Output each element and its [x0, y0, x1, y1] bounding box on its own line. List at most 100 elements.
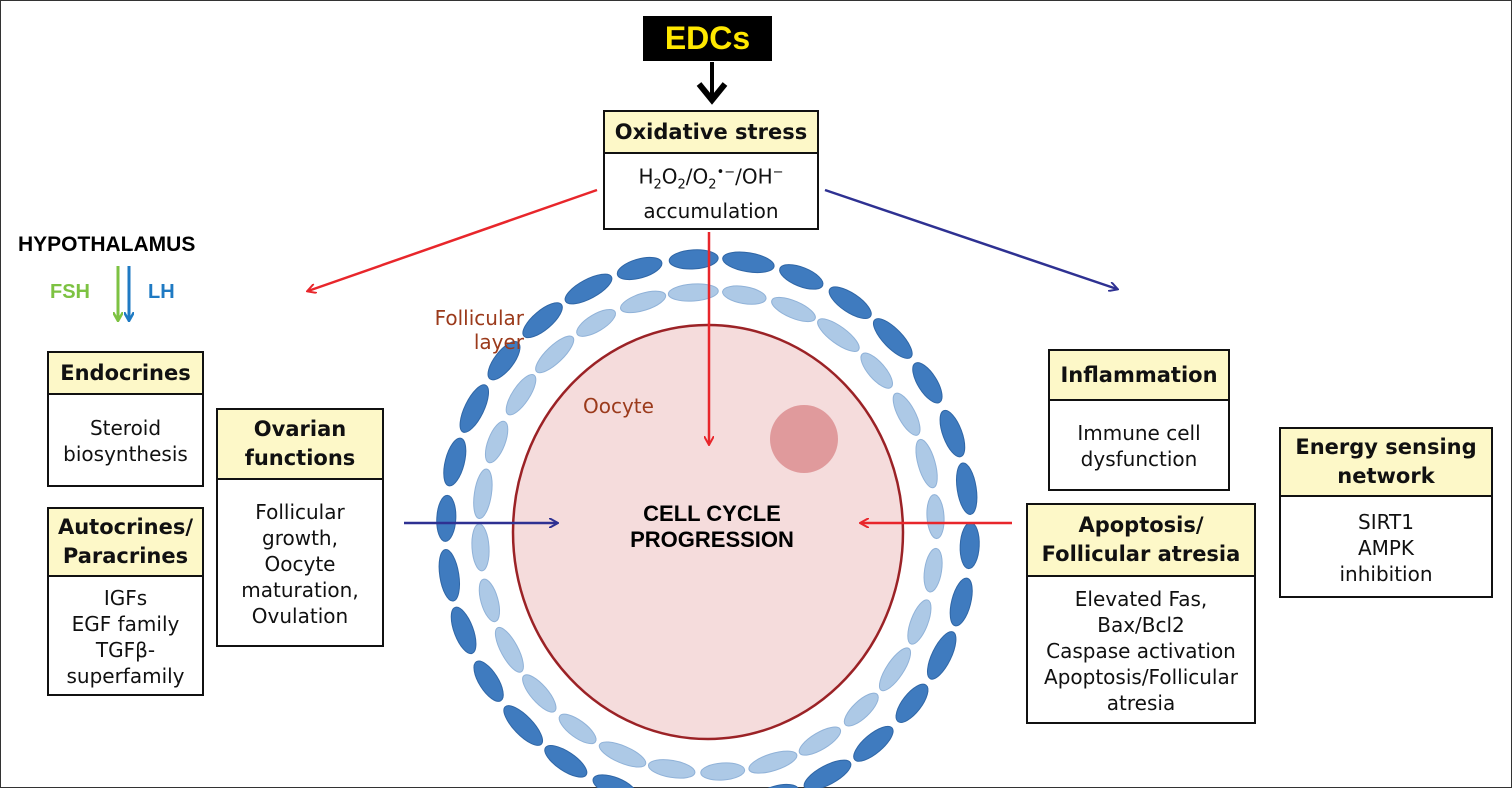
- endocrines-line: Steroid: [89, 416, 162, 440]
- apoptosis-title-line: Follicular atresia: [1041, 542, 1241, 566]
- granulosa-cell-inner: [473, 468, 493, 520]
- granulosa-cell-outer: [753, 783, 800, 788]
- apoptosis-line: Elevated Fas,: [1074, 586, 1208, 611]
- oxidative-stress-body: H2O2/O2•−/OH− accumulation: [605, 154, 817, 230]
- ros-formula: H2O2/O2•−/OH−: [638, 164, 784, 193]
- edcs-label: EDCs: [643, 16, 772, 61]
- apoptosis-title: Apoptosis/ Follicular atresia: [1028, 505, 1254, 577]
- granulosa-cell-inner: [722, 285, 767, 305]
- autocrines-title-line: Paracrines: [62, 544, 189, 568]
- granulosa-cell-outer: [959, 522, 980, 570]
- edcs-arrow: [696, 62, 728, 105]
- granulosa-cell-outer: [668, 249, 719, 270]
- granulosa-cell-inner: [843, 692, 879, 727]
- granulosa-cell-inner: [620, 290, 667, 314]
- apoptosis-line: Bax/Bcl2: [1097, 612, 1185, 637]
- granulosa-cell-inner: [522, 674, 557, 713]
- granulosa-cell-inner: [798, 726, 842, 756]
- granulosa-cell-inner: [667, 283, 719, 302]
- granulosa-cell-outer: [895, 683, 929, 723]
- autocrines-box: Autocrines/ Paracrines IGFs EGF family T…: [47, 507, 204, 696]
- granulosa-cell-outer: [544, 745, 588, 778]
- inflammation-box: Inflammation Immune cell dysfunction: [1048, 349, 1230, 491]
- granulosa-cell-inner: [576, 308, 617, 337]
- granulosa-cell-inner: [926, 494, 945, 540]
- ovarian-line: Ovulation: [251, 603, 349, 628]
- granulosa-cell-inner: [748, 750, 798, 774]
- follicular-layer-inner: [471, 283, 945, 781]
- granulosa-cell-outer: [459, 384, 490, 433]
- granulosa-cell-outer: [803, 759, 852, 788]
- granulosa-cell-inner: [860, 352, 893, 389]
- apoptosis-line: Caspase activation: [1046, 638, 1236, 663]
- granulosa-cell-outer: [616, 256, 663, 281]
- granulosa-cell-outer: [828, 286, 872, 319]
- granulosa-cell-inner: [471, 523, 490, 572]
- granulosa-cell-outer: [779, 264, 824, 290]
- granulosa-cell-inner: [558, 713, 597, 745]
- energy-sensing-box: Energy sensing network SIRT1 AMPK inhibi…: [1279, 427, 1493, 598]
- ros-accumulation: accumulation: [643, 199, 779, 224]
- center-label-line: CELL CYCLE: [643, 501, 781, 526]
- granulosa-cell-inner: [535, 335, 575, 374]
- granulosa-cell-outer: [450, 606, 477, 655]
- granulosa-cell-outer: [872, 318, 913, 359]
- granulosa-cell-inner: [484, 420, 509, 464]
- granulosa-cell-inner: [478, 578, 501, 623]
- energy-line: SIRT1: [1358, 509, 1414, 534]
- granulosa-cell-outer: [473, 660, 504, 702]
- granulosa-cell-inner: [647, 759, 696, 779]
- granulosa-cell-outer: [912, 362, 943, 404]
- follicular-label-line: layer: [473, 330, 524, 354]
- autocrines-title-line: Autocrines/: [57, 515, 194, 539]
- granulosa-cell-inner: [494, 626, 524, 673]
- autocrines-line: superfamily: [66, 663, 185, 688]
- granulosa-cell-outer: [956, 462, 978, 515]
- granulosa-cell-inner: [771, 296, 816, 323]
- granulosa-cell-outer: [949, 577, 973, 627]
- granulosa-cell-outer: [722, 251, 775, 274]
- granulosa-cell-inner: [817, 318, 860, 352]
- endocrines-body: Steroid biosynthesis: [49, 395, 202, 487]
- ovarian-line: Follicular: [255, 499, 345, 524]
- follicular-layer-outer: [436, 249, 980, 788]
- endocrines-line: biosynthesis: [63, 442, 188, 466]
- autocrines-title: Autocrines/ Paracrines: [49, 509, 202, 577]
- granulosa-cell-inner: [878, 647, 912, 692]
- energy-line: AMPK: [1357, 535, 1415, 560]
- granulosa-cell-outer: [939, 409, 966, 458]
- oxidative-stress-box: Oxidative stress H2O2/O2•−/OH− accumulat…: [603, 110, 819, 230]
- ovarian-functions-body: Follicular growth, Oocyte maturation, Ov…: [218, 480, 382, 647]
- granulosa-cell-outer: [592, 774, 637, 788]
- granulosa-cell-inner: [598, 741, 647, 768]
- ovarian-line: growth,: [262, 525, 338, 550]
- inflammation-line: Immune cell: [1077, 421, 1201, 445]
- autocrines-line: TGFβ-: [95, 637, 156, 662]
- inflammation-line: dysfunction: [1080, 447, 1198, 471]
- endocrines-title: Endocrines: [49, 353, 202, 395]
- energy-title-line: Energy sensing: [1295, 435, 1477, 459]
- energy-sensing-body: SIRT1 AMPK inhibition: [1281, 497, 1491, 598]
- endocrines-box: Endocrines Steroid biosynthesis: [47, 351, 204, 487]
- granulosa-cell-outer: [564, 273, 613, 305]
- granulosa-cell-outer: [443, 437, 467, 487]
- energy-line: inhibition: [1339, 561, 1433, 586]
- granulosa-cell-outer: [522, 302, 563, 339]
- ovarian-functions-title: Ovarian functions: [218, 410, 382, 480]
- apoptosis-body: Elevated Fas, Bax/Bcl2 Caspase activatio…: [1028, 577, 1254, 724]
- center-label-line: PROGRESSION: [630, 527, 794, 552]
- granulosa-cell-outer: [487, 341, 521, 381]
- inflammation-title: Inflammation: [1050, 351, 1228, 401]
- granulosa-cell-outer: [926, 631, 957, 680]
- granulosa-cell-inner: [915, 438, 938, 489]
- oocyte-label: Oocyte: [583, 394, 654, 418]
- granulosa-cell-outer: [853, 725, 894, 762]
- ovarian-title-line: Ovarian: [253, 417, 347, 441]
- inflammation-body: Immune cell dysfunction: [1050, 401, 1228, 491]
- oxidative-stress-title: Oxidative stress: [605, 112, 817, 154]
- granulosa-cell-outer: [438, 549, 460, 602]
- apoptosis-line: Apoptosis/Follicular: [1044, 664, 1238, 689]
- follicular-label-line: Follicular: [434, 306, 524, 330]
- lh-label: LH: [148, 281, 175, 303]
